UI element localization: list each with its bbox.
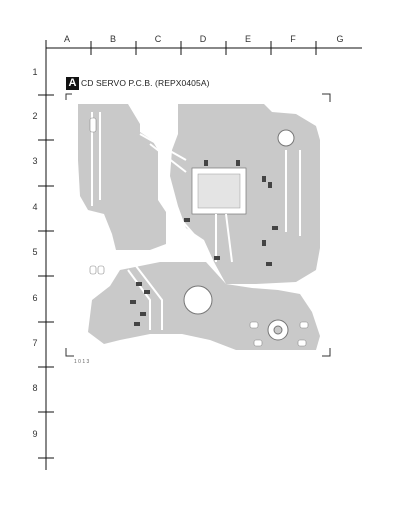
mounting-holes <box>183 129 295 341</box>
row-label-7: 7 <box>32 338 38 348</box>
column-label-a: A <box>63 34 70 44</box>
board-title: CD SERVO P.C.B. (REPX0405A) <box>81 78 210 88</box>
column-ticks <box>90 41 317 55</box>
column-label-g: G <box>336 34 344 44</box>
column-label-c: C <box>154 34 162 44</box>
column-label-e: E <box>244 34 251 44</box>
board-marker: A <box>66 76 79 90</box>
traces <box>91 112 301 330</box>
row-label-6: 6 <box>32 293 38 303</box>
column-label-f: F <box>290 34 296 44</box>
pads <box>89 117 309 347</box>
row-ticks <box>38 94 54 459</box>
column-label-d: D <box>199 34 207 44</box>
row-label-9: 9 <box>32 429 38 439</box>
row-label-3: 3 <box>32 156 38 166</box>
row-label-5: 5 <box>32 247 38 257</box>
row-label-2: 2 <box>32 111 38 121</box>
pcb-reference-note: 1 0 1 3 <box>74 359 90 365</box>
components <box>130 160 278 326</box>
board-outline <box>65 93 331 357</box>
ic-chip-area <box>191 167 247 215</box>
row-label-8: 8 <box>32 383 38 393</box>
row-label-1: 1 <box>32 67 38 77</box>
row-label-4: 4 <box>32 202 38 212</box>
board-label: A CD SERVO P.C.B. (REPX0405A) <box>66 76 210 90</box>
column-label-b: B <box>109 34 116 44</box>
